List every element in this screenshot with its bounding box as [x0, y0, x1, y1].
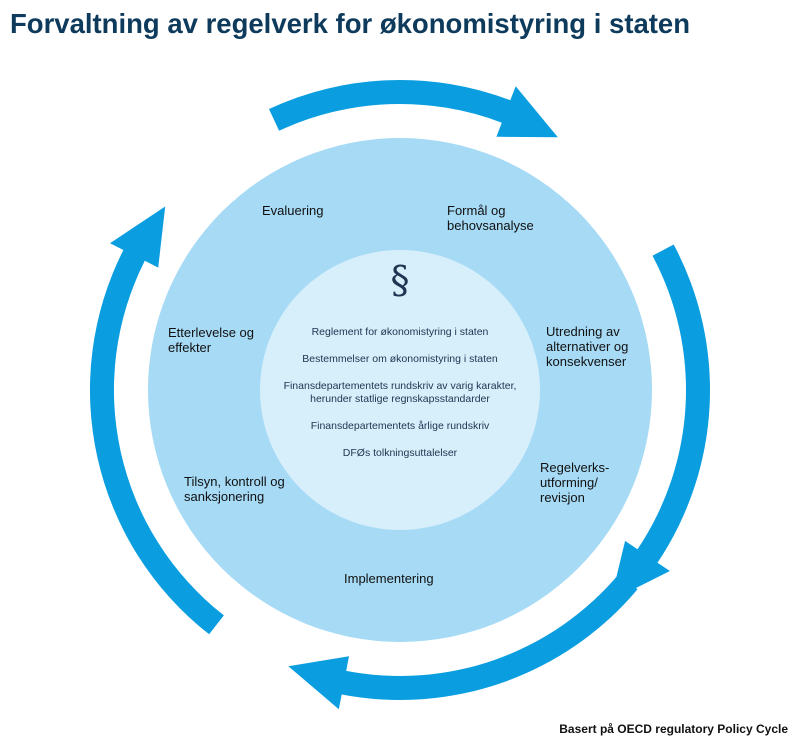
arrow-right-icon [610, 244, 711, 601]
stage-regelverk-line-2: utforming/ [540, 475, 598, 490]
stage-tilsyn-line-2: sanksjonering [184, 489, 265, 504]
page-title: Forvaltning av regelverk for økonomistyr… [10, 8, 691, 39]
stage-formal-line-1: Formål og [447, 203, 506, 218]
center-item-arlige-rundskriv: Finansdepartementets årlige rundskriv [310, 420, 490, 432]
stage-implementering: Implementering [344, 571, 434, 586]
stage-etterlevelse-line-2: effekter [168, 340, 212, 355]
stage-utredning-line-3: konsekvenser [546, 354, 627, 369]
cycle-arrows [89, 79, 711, 710]
stage-utredning-line-1: Utredning av [546, 324, 620, 339]
center-item-tolkningsuttalelser: DFØs tolkningsuttalelser [342, 447, 458, 459]
stage-implementering-label: Implementering [344, 571, 434, 586]
stage-tilsyn: Tilsyn, kontroll og sanksjonering [184, 474, 285, 504]
stage-regelverk-line-1: Regelverks- [540, 460, 610, 475]
stage-etterlevelse: Etterlevelse og effekter [168, 325, 254, 355]
stage-evaluering-label: Evaluering [262, 203, 324, 218]
arrow-bottom-icon [288, 573, 638, 710]
stage-formal-og-behovsanalyse: Formål og behovsanalyse [447, 203, 534, 233]
stage-evaluering: Evaluering [262, 203, 323, 218]
stage-utredning-line-2: alternativer og [546, 339, 629, 354]
center-item-reglement: Reglement for økonomistyring i staten [311, 326, 489, 338]
stage-regelverksutforming: Regelverks- utforming/ revisjon [540, 460, 609, 505]
stage-formal-line-2: behovsanalyse [447, 218, 534, 233]
stage-tilsyn-line-1: Tilsyn, kontroll og [184, 474, 285, 489]
arrow-top-right-icon [269, 79, 558, 138]
arrow-left-icon [89, 206, 224, 635]
center-item-bestemmelser: Bestemmelser om økonomistyring i staten [302, 353, 498, 365]
center-item-rundskriv-varig-line-1: Finansdepartementets rundskriv av varig … [283, 380, 517, 392]
inner-circle [260, 250, 540, 530]
paragraph-symbol-icon: § [390, 258, 410, 302]
stage-utredning: Utredning av alternativer og konsekvense… [546, 324, 628, 369]
source-note: Basert på OECD regulatory Policy Cycle [559, 722, 788, 736]
center-item-rundskriv-varig-line-2: herunder statlige regnskapsstandarder [310, 393, 490, 405]
stage-etterlevelse-line-1: Etterlevelse og [168, 325, 254, 340]
stage-regelverk-line-3: revisjon [540, 490, 585, 505]
